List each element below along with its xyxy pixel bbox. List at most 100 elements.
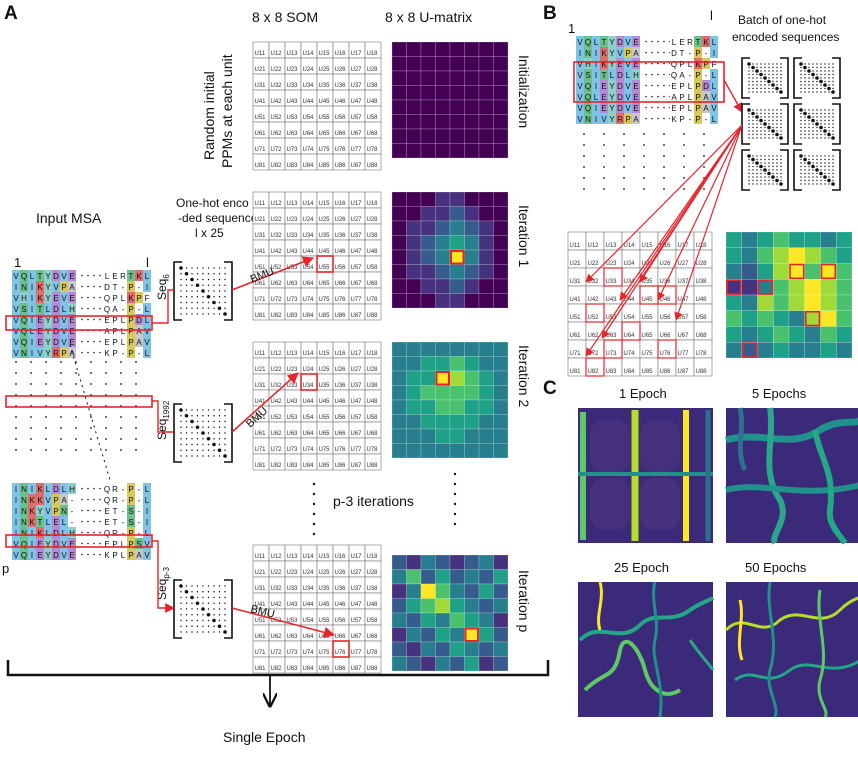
som-init-unit-label: U88 — [367, 163, 379, 169]
msa-top-tail-cell — [127, 336, 135, 347]
batch-box-5-dot — [832, 165, 834, 168]
onehot-seq1992-dot — [191, 438, 193, 440]
umatrix-iterp-cell — [420, 656, 436, 672]
umatrix-init-cell — [406, 56, 422, 72]
msa-ellipsis-dot — [45, 416, 47, 418]
msa-top-residue: N — [21, 349, 27, 358]
som-iterp-unit-label: U62 — [271, 634, 283, 640]
batch-box-4-dot — [768, 183, 770, 185]
panel-b-som-unit-label: U35 — [642, 279, 654, 285]
panel-b-msa-tail-residue: R — [687, 38, 693, 47]
umatrix-iterp-cell — [391, 656, 407, 672]
panel-b-msa-tail-cell — [702, 47, 710, 58]
onehot-seq6-dot — [202, 307, 204, 309]
msa-bottom-residue: I — [31, 485, 33, 494]
som-iterp-unit-label: U87 — [351, 666, 363, 672]
bmu-arrow-3: BMU — [231, 603, 336, 638]
onehot-seqp3-dot — [218, 631, 221, 633]
umatrix-init-cell — [391, 85, 407, 101]
batch-box-5-dot — [804, 172, 806, 175]
som-iterp-unit-label: U48 — [367, 602, 379, 608]
panel-b-msa-residue: T — [602, 71, 607, 80]
msa-ellipsis-dot — [60, 361, 62, 363]
som-iterp-unit-label: U54 — [303, 618, 315, 624]
msa-ellipsis-dot — [135, 449, 137, 451]
panel-b-som: U11U12U13U14U15U16U17U18U21U22U23U24U25U… — [567, 231, 713, 377]
onehot-seq1992-dot — [207, 409, 210, 411]
onehot-seq6-dot — [224, 307, 226, 309]
panel-b-umatrix-cell — [836, 247, 853, 264]
batch-box-4-dot — [772, 155, 774, 157]
batch-box-4-dot — [775, 178, 779, 183]
som-iter1-unit-label: U83 — [287, 313, 299, 319]
umatrix-iterp-cell — [464, 598, 480, 614]
panel-b-msa-residue: Y — [609, 82, 615, 91]
msa-bottom-cell — [36, 483, 44, 494]
msa-top-cell — [28, 347, 36, 358]
msa-ellipsis-dot — [30, 361, 32, 363]
batch-box-2-dot — [764, 112, 766, 115]
msa-bottom-residue: N — [21, 518, 27, 527]
msa-top-tail-residue: - — [122, 349, 125, 358]
umatrix-init-cell — [435, 99, 451, 115]
msa-bottom-residue: N — [21, 496, 27, 505]
batch-box-2-dot — [748, 116, 750, 118]
som-init-unit-label: U54 — [303, 115, 315, 121]
som-iter2-unit-label: U13 — [287, 351, 299, 357]
batch-box-4-dot — [780, 165, 782, 168]
batch-box-2-dot — [776, 116, 778, 118]
msa-top-cell — [36, 270, 44, 281]
batch-box-2-dot — [768, 109, 770, 111]
som-iter1-unit-label: U75 — [319, 297, 331, 303]
umatrix-iterp-cell — [449, 656, 465, 672]
som-iter1-unit-label: U74 — [303, 297, 315, 303]
batch-box-2-dot — [768, 116, 770, 118]
onehot-seq6-dot — [196, 290, 199, 292]
msa-top-cell — [68, 336, 76, 347]
batch-box-2-dot — [748, 133, 750, 136]
onehot-seq6-bracket-right — [224, 261, 233, 321]
msa-ellipsis-dot — [45, 449, 47, 451]
batch-box-2-dot — [764, 116, 766, 118]
msa-top-cell — [44, 314, 52, 325]
som-iter1-unit-label: U33 — [287, 233, 299, 239]
onehot-seq6-dot — [180, 273, 182, 275]
msa-top-cell — [28, 314, 36, 325]
batch-box-1-dot — [832, 73, 834, 76]
msa-top-tail-residue: T — [129, 272, 134, 281]
panel-b-msa-tail-residue: D — [703, 82, 709, 91]
batch-box-1-dot — [800, 91, 802, 93]
msa-ellipsis-dot — [45, 383, 47, 385]
umatrix-iter1-cell — [435, 293, 451, 309]
panel-b-ellipsis-dot — [583, 177, 585, 179]
msa-ellipsis-dot — [135, 416, 137, 418]
batch-box-0-dot — [748, 66, 750, 69]
umatrix-iterp-cell — [406, 554, 422, 570]
batch-box-2-dot — [752, 123, 754, 125]
som-iterp-unit-label: U58 — [367, 618, 379, 624]
onehot-seq6-dot — [191, 296, 193, 298]
batch-box-0-dot — [747, 62, 751, 66]
batch-box-3-dot — [804, 123, 806, 125]
batch-box-0-dot — [779, 90, 783, 94]
panel-b-msa-residue: L — [610, 71, 615, 80]
som-iter2-unit-label: U58 — [367, 415, 379, 421]
panel-b-msa-tail-cell — [670, 58, 678, 69]
batch-box-3-dot — [820, 109, 822, 111]
msa-ellipsis-dot — [120, 361, 122, 363]
msa-top-tail-cell — [103, 292, 111, 303]
som-iter2-unit-label: U37 — [351, 383, 363, 389]
msa-top-gap-dot — [81, 351, 83, 354]
batch-box-3-dot — [820, 116, 822, 118]
panel-b-msa-tail-cell — [702, 69, 710, 80]
onehot-seq1992-dot — [218, 438, 221, 440]
som-iter2-unit-label: U53 — [287, 415, 299, 421]
batch-box-3-dot — [800, 133, 802, 136]
som-iterp-unit-label: U32 — [271, 586, 283, 592]
som-iterp-unit-label: U66 — [335, 634, 347, 640]
panel-b-ellipsis-dot — [623, 155, 625, 157]
batch-box-5-dot — [824, 183, 826, 185]
msa-top-gap-dot — [93, 274, 95, 277]
umatrix-init-cell — [435, 41, 451, 57]
umatrix-iter1-cell — [464, 220, 480, 236]
